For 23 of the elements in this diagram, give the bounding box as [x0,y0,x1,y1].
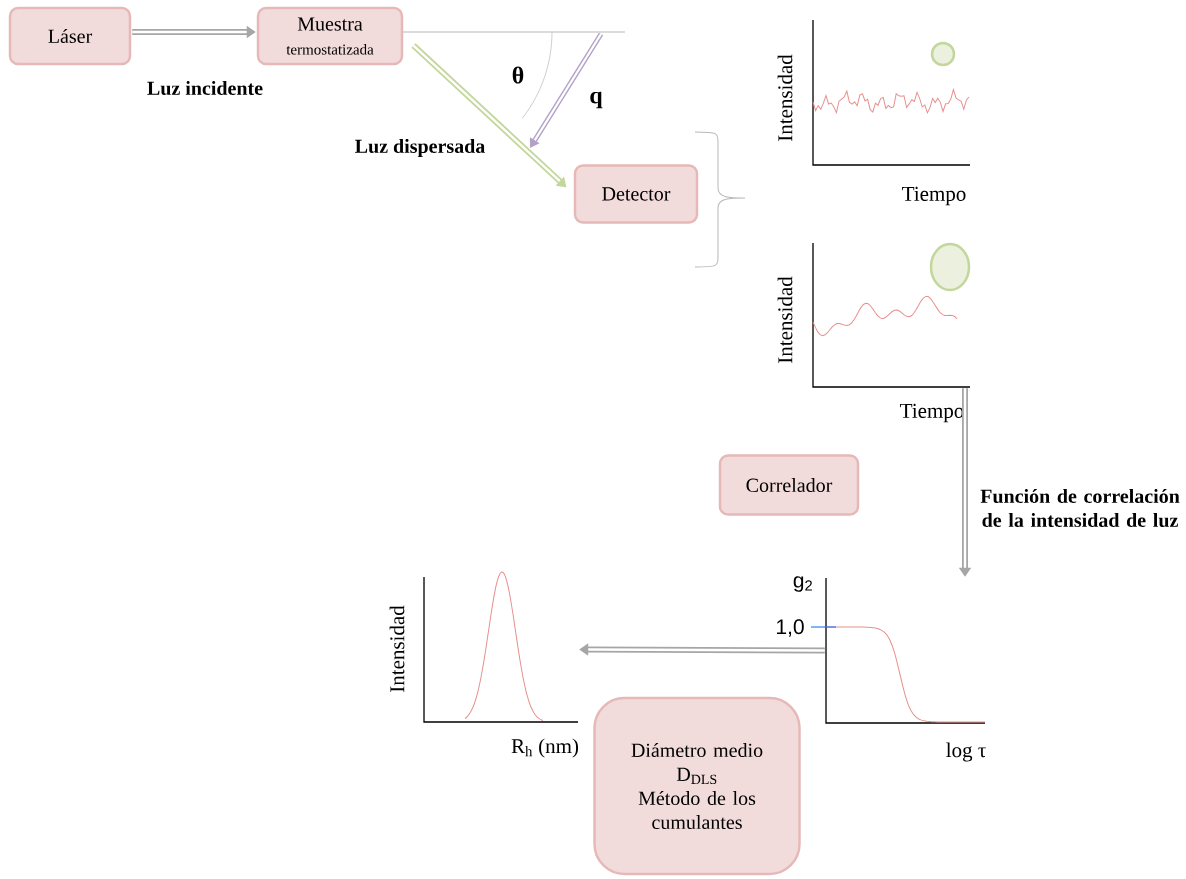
process-box: Diámetro medio D$_{DLS}$ Método de los cumulantes [593,696,801,876]
angle-label: θ [512,66,524,84]
edge-label: Luz dispersada [353,137,487,159]
process-box: Láser [8,6,132,66]
axis-label: Tiempo [902,186,966,206]
axis-label: Intensidad [389,605,405,692]
edge-label: Función de correlación de la intensidad de luz [977,487,1183,529]
axis-label: 1,0 [777,619,804,637]
chart-drawing [423,571,579,723]
process-box: Correlador [718,454,860,516]
axis-label: Intensidad [777,276,793,363]
axis-label: Tiempo [900,403,964,423]
axis-label: Intensidad [777,54,793,141]
axis-label: log τ [946,742,986,762]
angle-label: q [590,91,603,109]
chart-drawing [812,19,971,166]
chart-drawing [812,242,971,388]
axis-label: g$_{2}$ [793,576,812,592]
process-box: Muestra termostatizada [256,6,404,66]
process-box: Detector [573,164,699,224]
edge-label: Luz incidente [145,79,265,97]
axis-label: R$_{h}$ (nm) [511,738,579,758]
chart-drawing [810,577,986,724]
